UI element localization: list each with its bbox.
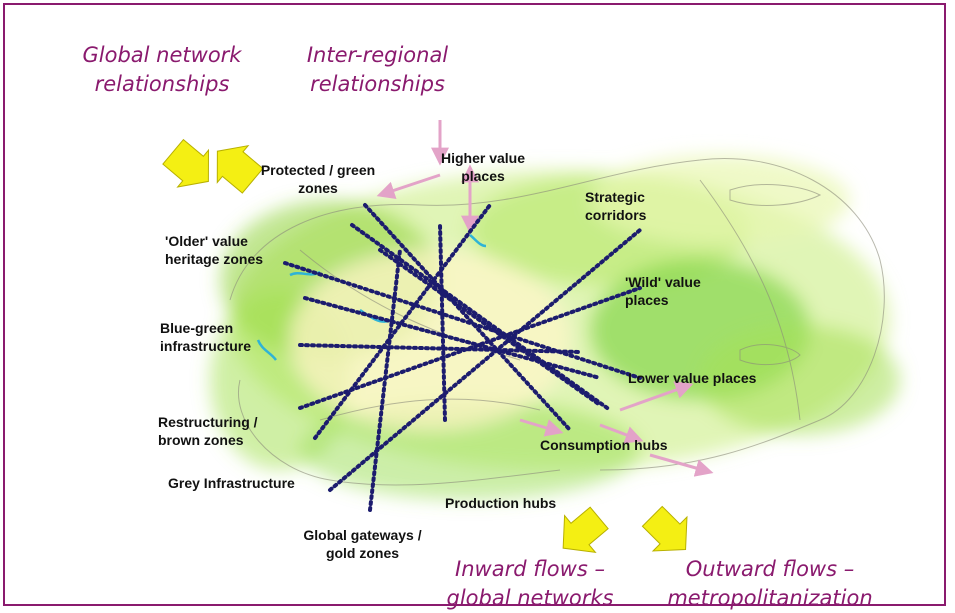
inward-flow-arrow-icon [562, 506, 609, 554]
label-higher-value: Higher value places [440, 150, 526, 184]
global-network-title: Global network relationships [82, 43, 242, 96]
strategic-corridor-lines [283, 203, 642, 512]
label-production-hubs: Production hubs [445, 495, 557, 511]
landscape-wash [210, 155, 900, 500]
outward-flow-arrow-icon [641, 505, 688, 552]
global-inward-arrow-icon [162, 138, 209, 188]
label-strategic-corridors: Strategic corridors [585, 189, 647, 223]
label-blue-green: Blue-green infrastructure [160, 320, 252, 354]
label-wild-value: 'Wild' value places [625, 274, 701, 308]
label-grey-infrastructure: Grey Infrastructure [168, 475, 295, 491]
diagram-frame [3, 3, 946, 606]
inter-regional-title: Inter-regional relationships [306, 43, 449, 96]
link-arrows [376, 120, 714, 477]
sketch-lines [229, 158, 885, 486]
label-protected-green: Protected / green zones [260, 162, 376, 196]
label-restructuring: Restructuring / brown zones [158, 414, 258, 448]
flow-arrows [162, 138, 688, 554]
global-outward-arrow-icon [216, 144, 264, 194]
label-lower-value: Lower value places [628, 370, 757, 386]
inward-flows-title: Inward flows – global networks [446, 557, 614, 610]
label-older-value: 'Older' value heritage zones [165, 233, 264, 267]
outward-flows-title: Outward flows – metropolitanization [667, 557, 873, 610]
label-global-gateways: Global gateways / gold zones [303, 527, 422, 561]
label-consumption-hubs: Consumption hubs [540, 437, 668, 453]
